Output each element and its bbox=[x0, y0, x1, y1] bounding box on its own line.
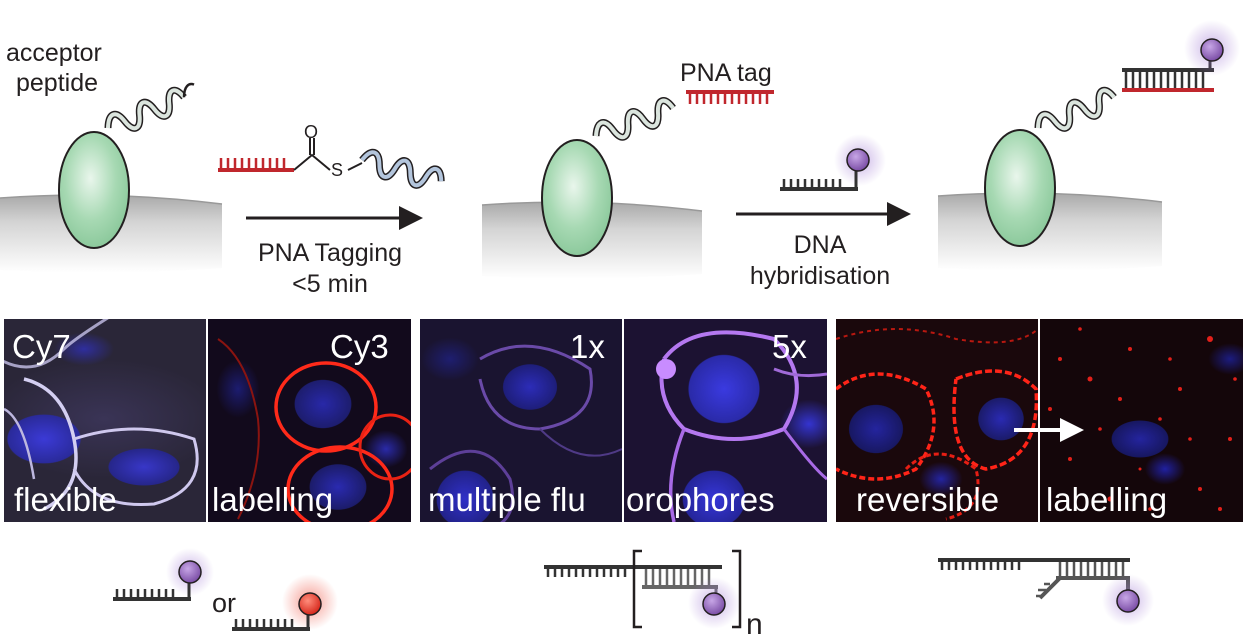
corner-label-5x: 5x bbox=[772, 328, 807, 365]
reversible-labelling-icon bbox=[938, 558, 1154, 626]
or-label: or bbox=[212, 588, 237, 618]
cell-3-dna-labelled bbox=[937, 20, 1240, 271]
pna-tag-label: PNA tag bbox=[680, 59, 772, 87]
corner-label-1x: 1x bbox=[570, 328, 605, 365]
cell-1-unlabelled bbox=[0, 82, 223, 273]
step-1-label-line2: <5 min bbox=[292, 270, 368, 298]
pna-tag-strand bbox=[686, 90, 774, 94]
bracket-right bbox=[732, 549, 742, 629]
micrograph-1x bbox=[420, 319, 622, 522]
acceptor-peptide-helix bbox=[104, 82, 195, 132]
multiple-fluorophores-icon bbox=[544, 549, 742, 629]
micrograph-5x bbox=[624, 319, 827, 522]
caption-multiple-part1: multiple flu bbox=[428, 481, 586, 518]
caption-labelling-1: labelling bbox=[212, 481, 334, 518]
fluorophore-icon bbox=[846, 148, 870, 172]
subscript-n-label: n bbox=[746, 608, 763, 641]
thioester-sulfur-label: S bbox=[331, 160, 344, 180]
micrograph-cy3 bbox=[208, 319, 411, 522]
fluorophore-icon bbox=[1200, 38, 1224, 62]
caption-flexible: flexible bbox=[14, 481, 117, 518]
caption-labelling-2: labelling bbox=[1046, 481, 1168, 518]
flexible-labelling-icon bbox=[113, 548, 338, 631]
membrane-protein bbox=[58, 131, 130, 249]
caption-multiple-part2: orophores bbox=[626, 481, 775, 518]
caption-reversible: reversible bbox=[856, 481, 1000, 518]
bracket-left bbox=[632, 549, 642, 629]
dna-probe-reagent bbox=[780, 134, 886, 191]
thioester-oxygen-label: O bbox=[304, 122, 319, 142]
pna-strand bbox=[218, 168, 294, 172]
acceptor-label-line1: acceptor bbox=[6, 39, 102, 67]
step-2-label-line2: hybridisation bbox=[749, 262, 891, 290]
corner-label-cy7: Cy7 bbox=[12, 328, 71, 365]
step-1-label-line1: PNA Tagging bbox=[257, 239, 403, 267]
acceptor-label-line2: peptide bbox=[16, 69, 99, 97]
pna-thioester-reagent bbox=[218, 138, 445, 189]
micrograph-reversible-before bbox=[836, 319, 1038, 522]
step-2-label-line1: DNA bbox=[793, 231, 847, 259]
micrograph-cy7 bbox=[4, 319, 206, 522]
corner-label-cy3: Cy3 bbox=[330, 328, 389, 365]
cell-2-pna-tagged bbox=[481, 90, 774, 279]
